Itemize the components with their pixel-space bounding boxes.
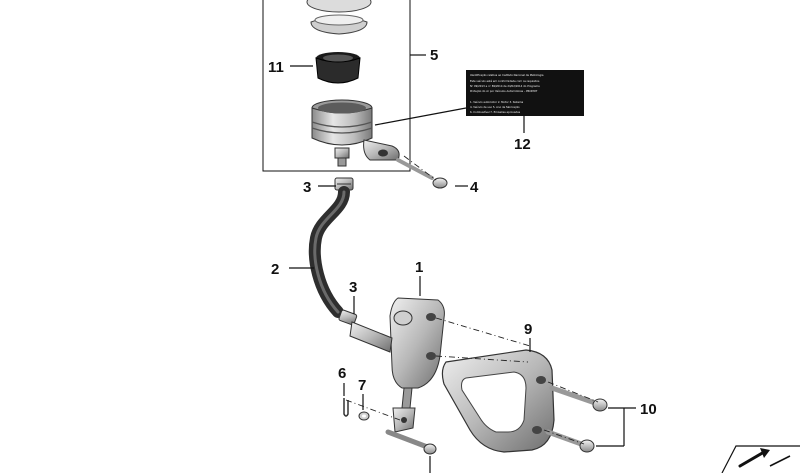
label-line: Proteção do Ar por Veículos Automotores … (470, 89, 538, 93)
master-cylinder (349, 297, 445, 433)
callout-1: 1 (415, 259, 423, 276)
label-line: Identificação relativa ao Instituto Naci… (470, 73, 544, 77)
label-line: 1. Veículo automotor 2. Motor 3. Sistema (470, 100, 524, 104)
callout-12: 12 (514, 136, 531, 153)
callout-11: 11 (268, 59, 284, 76)
callouts: 11 5 12 4 3 2 3 1 9 6 7 10 (268, 47, 657, 418)
label-line: 6. Combustível 7. Emissões aprovadas (470, 110, 521, 114)
callout-10: 10 (640, 401, 657, 418)
mounting-bracket (441, 349, 555, 453)
leader-lines (289, 54, 636, 473)
callout-2: 2 (271, 261, 279, 278)
callout-7: 7 (358, 377, 366, 394)
callout-6: 6 (338, 365, 346, 382)
label-line: Este veículo está em conformidade com os… (470, 79, 540, 83)
diagonal-arrow-icon[interactable] (721, 445, 800, 473)
callout-4: 4 (470, 179, 479, 196)
hose-clamp-lower (338, 309, 358, 326)
split-pin (343, 398, 349, 417)
label-line: Nº 09/2013 e nº 89/2014 de 24/02/2014 do… (470, 84, 540, 88)
bracket-bolt-lower (545, 429, 595, 453)
callout-9: 9 (524, 321, 532, 338)
reservoir-gasket (315, 52, 361, 84)
assembly-lines (345, 155, 599, 445)
warning-label-sticker: Identificação relativa ao Instituto Naci… (466, 70, 584, 116)
reservoir-assembly-frame (262, 0, 411, 172)
reservoir-cap (306, 0, 372, 35)
callout-5: 5 (430, 47, 438, 64)
callout-3-upper: 3 (303, 179, 311, 196)
reservoir-bolt (396, 158, 448, 189)
reservoir-body (311, 99, 400, 167)
bracket-bolt-upper (549, 385, 608, 412)
bolt-bottom (385, 429, 437, 455)
washer (358, 411, 370, 421)
hose (308, 186, 350, 318)
callout-3-lower: 3 (349, 279, 357, 296)
label-line: 4. Veículo de uso 5. Ano de fabricação (470, 105, 520, 109)
